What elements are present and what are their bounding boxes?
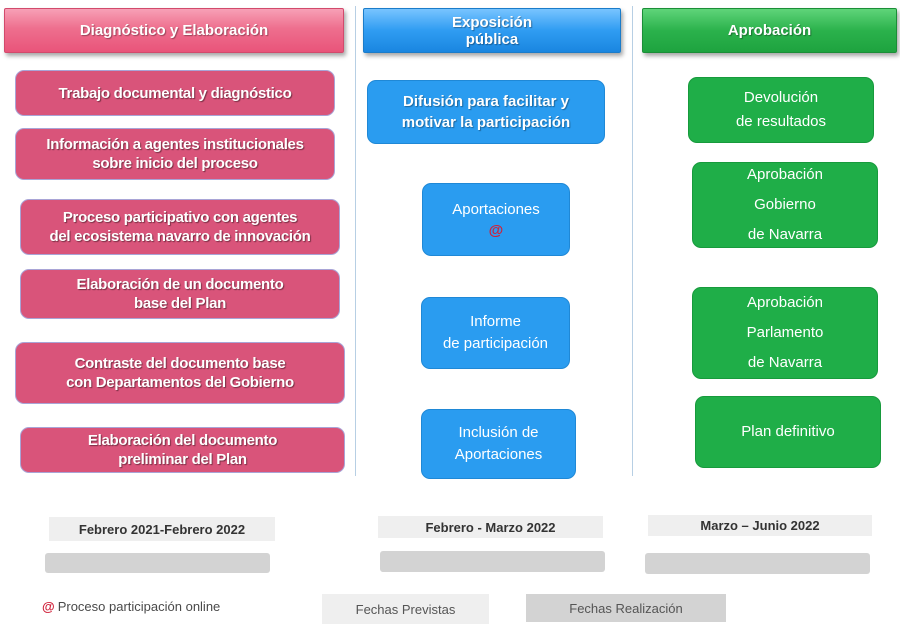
step-label: Trabajo documental y diagnóstico	[58, 84, 292, 102]
legend-online: @ Proceso participación online	[42, 596, 302, 616]
dates-label: Febrero - Marzo 2022	[425, 519, 556, 535]
header-aprobacion: Aprobación	[642, 8, 897, 53]
step-label: Difusión para facilitar y motivar la par…	[401, 93, 571, 131]
step-informe-participacion: Informe de participación	[421, 297, 570, 369]
column-divider-left	[355, 6, 356, 476]
step-difusion: Difusión para facilitar y motivar la par…	[367, 80, 605, 144]
online-participation-icon: @	[488, 221, 504, 239]
dates-aprobacion: Marzo – Junio 2022	[648, 515, 872, 536]
step-label: Plan definitivo	[741, 423, 835, 440]
step-label: Devolución de resultados	[735, 89, 827, 130]
dates-label: Febrero 2021-Febrero 2022	[78, 521, 246, 537]
column-divider-right	[632, 6, 633, 476]
step-inclusion-aportaciones: Inclusión de Aportaciones	[421, 409, 576, 479]
step-documento-preliminar: Elaboración del documento preliminar del…	[20, 427, 345, 473]
legend-planned: Fechas Previstas	[322, 594, 489, 624]
step-label: Aportaciones	[452, 200, 540, 218]
step-label: Contraste del documento base con Departa…	[66, 355, 294, 391]
step-contraste-departamentos: Contraste del documento base con Departa…	[15, 342, 345, 404]
step-label: Informe de participación	[442, 313, 549, 352]
step-trabajo-documental: Trabajo documental y diagnóstico	[15, 70, 335, 116]
step-label: Proceso participativo con agentes del ec…	[49, 209, 311, 245]
step-devolucion-resultados: Devolución de resultados	[688, 77, 874, 143]
dates-label: Marzo – Junio 2022	[700, 518, 820, 533]
step-label: Aprobación Parlamento de Navarra	[746, 294, 824, 371]
legend-actual: Fechas Realización	[526, 594, 726, 622]
dates-exposicion: Febrero - Marzo 2022	[378, 516, 603, 538]
step-aportaciones: Difusión para facilitar y motivar la par…	[422, 183, 570, 256]
realization-bar-aprobacion	[645, 553, 870, 574]
header-exposicion-label: Exposición pública	[451, 13, 533, 48]
legend-actual-label: Fechas Realización	[569, 600, 683, 616]
header-diagnostico-label: Diagnóstico y Elaboración	[79, 22, 269, 39]
header-exposicion: Exposición pública	[363, 8, 621, 53]
realization-bar-exposicion	[380, 551, 605, 572]
header-diagnostico: Diagnóstico y Elaboración	[4, 8, 344, 53]
step-aprobacion-parlamento: Aprobación Parlamento de Navarra	[692, 287, 878, 379]
legend-planned-label: Fechas Previstas	[355, 601, 456, 617]
step-proceso-participativo: Proceso participativo con agentes del ec…	[20, 199, 340, 255]
step-aprobacion-gobierno: Aprobación Gobierno de Navarra	[692, 162, 878, 248]
step-label: Información a agentes institucionales so…	[46, 136, 304, 172]
step-label: Elaboración del documento preliminar del…	[87, 432, 278, 468]
step-label: Inclusión de Aportaciones	[454, 424, 543, 463]
step-label: Elaboración de un documento base del Pla…	[76, 276, 284, 312]
step-plan-definitivo: Plan definitivo	[695, 396, 881, 468]
step-informacion-agentes: Información a agentes institucionales so…	[15, 128, 335, 180]
step-label: Aprobación Gobierno de Navarra	[747, 166, 823, 243]
online-participation-icon: @	[42, 598, 55, 614]
dates-diagnostico: Febrero 2021-Febrero 2022	[49, 517, 275, 541]
legend-online-label: Proceso participación online	[57, 598, 221, 614]
step-documento-base: Elaboración de un documento base del Pla…	[20, 269, 340, 319]
header-aprobacion-label: Aprobación	[727, 22, 812, 39]
realization-bar-diagnostico	[45, 553, 270, 573]
